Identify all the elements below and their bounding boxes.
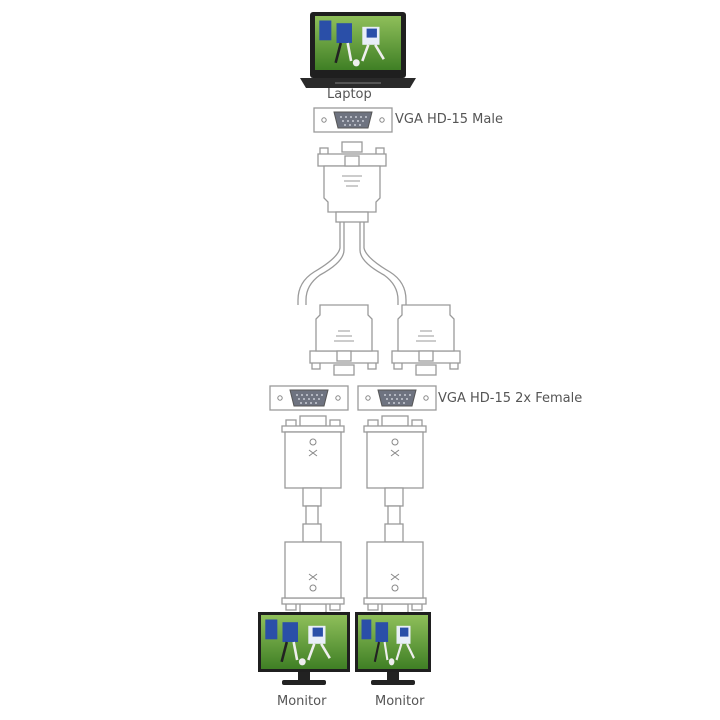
monitor-right-label: Monitor: [375, 694, 425, 709]
cable-right: [384, 487, 404, 543]
vga-female-connector-right: [391, 304, 461, 376]
vga-male-port-icon: [313, 107, 393, 133]
ferrite-core-left-upper: [281, 415, 345, 489]
monitor-right-image: [355, 612, 431, 685]
monitor-left-label: Monitor: [277, 694, 327, 709]
ferrite-core-left-lower: [281, 541, 345, 615]
vga-female-port-icon-left: [269, 385, 349, 411]
laptop-image: [300, 12, 416, 88]
vga-male-connector: [317, 141, 387, 213]
monitor-left-image: [258, 612, 350, 685]
vga-female-port-icon-right: [357, 385, 437, 411]
ferrite-core-right-lower: [363, 541, 427, 615]
vga-female-label: VGA HD-15 2x Female: [438, 391, 583, 406]
vga-female-connector-left: [309, 304, 379, 376]
y-split-cable: [297, 222, 407, 305]
ferrite-core-right-upper: [363, 415, 427, 489]
cable-left: [302, 487, 322, 543]
vga-male-label: VGA HD-15 Male: [395, 112, 503, 127]
laptop-label: Laptop: [327, 87, 372, 102]
